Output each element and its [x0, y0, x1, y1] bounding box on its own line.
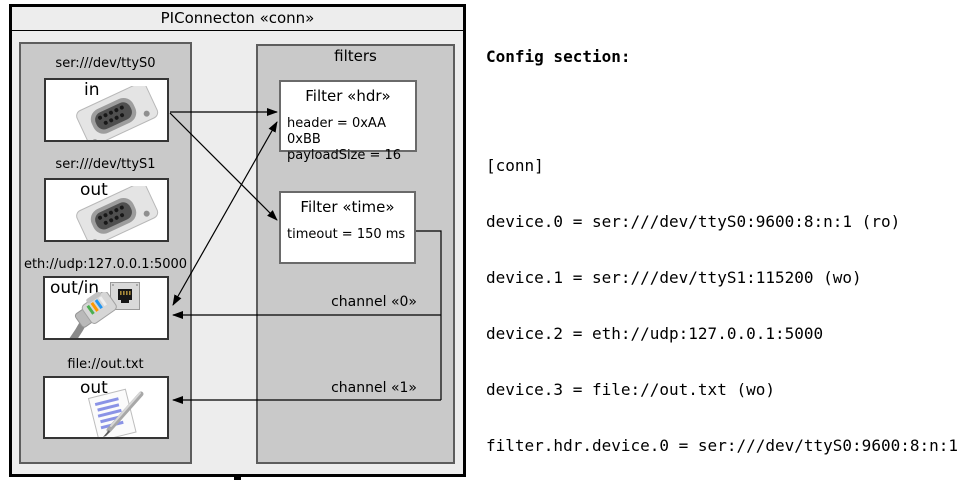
device-url-file: file://out.txt [67, 357, 144, 372]
diagram-title: PIConnecton «conn» [12, 7, 463, 31]
device-direction: in [84, 80, 100, 100]
device-direction: out [80, 378, 108, 398]
filters-panel-title: filters [334, 47, 377, 65]
device-box-eth: out/in [43, 276, 169, 340]
config-section: Config section: [conn] device.0 = ser://… [486, 10, 964, 484]
channel-1-label: channel «1» [331, 380, 417, 396]
filter-hdr-prop-payload: payloadSize = 16 [287, 148, 402, 163]
device-box-ttyS0: in [44, 78, 169, 142]
config-lines: [conn] device.0 = ser:///dev/ttyS0:9600:… [486, 119, 964, 484]
notepad-icon [87, 388, 144, 437]
filter-hdr-title: Filter «hdr» [305, 87, 391, 105]
config-heading: Config section: [486, 47, 631, 66]
device-url-eth: eth://udp:127.0.0.1:5000 [23, 257, 188, 272]
device-direction: out/in [50, 278, 100, 298]
device-direction: out [80, 180, 108, 200]
filter-hdr-box: Filter «hdr» header = 0xAA 0xBB payloadS… [279, 80, 417, 163]
devices-panel: ser:///dev/ttyS0 in [19, 42, 192, 464]
serial-connector-icon [76, 86, 159, 140]
filter-time-title: Filter «time» [300, 198, 395, 216]
filter-hdr-prop-header: header = 0xAA 0xBB [287, 116, 387, 147]
config-line: filter.hdr.device.0 = ser:///dev/ttyS0:9… [486, 436, 959, 455]
connection-diagram: PIConnecton «conn» ser:///dev/ttyS0 in [9, 4, 466, 477]
device-url-ttyS0: ser:///dev/ttyS0 [55, 56, 156, 71]
config-line: [conn] [486, 156, 544, 175]
config-line: device.2 = eth://udp:127.0.0.1:5000 [486, 324, 824, 343]
ethernet-connector-icon [63, 292, 117, 338]
serial-connector-icon [76, 186, 159, 240]
filter-time-box: Filter «time» timeout = 150 ms [279, 191, 416, 264]
device-box-file: out [43, 376, 169, 439]
channel-0-label: channel «0» [331, 294, 417, 310]
resize-notch [234, 477, 241, 480]
filters-panel: filters Filter «hdr» header = 0xAA 0xBB … [256, 44, 455, 464]
device-url-ttyS1: ser:///dev/ttyS1 [55, 157, 156, 172]
filter-time-prop-timeout: timeout = 150 ms [287, 227, 406, 242]
config-line: device.3 = file://out.txt (wo) [486, 380, 775, 399]
config-line: device.0 = ser:///dev/ttyS0:9600:8:n:1 (… [486, 212, 901, 231]
device-box-ttyS1: out [44, 178, 169, 242]
config-line: device.1 = ser:///dev/ttyS1:115200 (wo) [486, 268, 862, 287]
